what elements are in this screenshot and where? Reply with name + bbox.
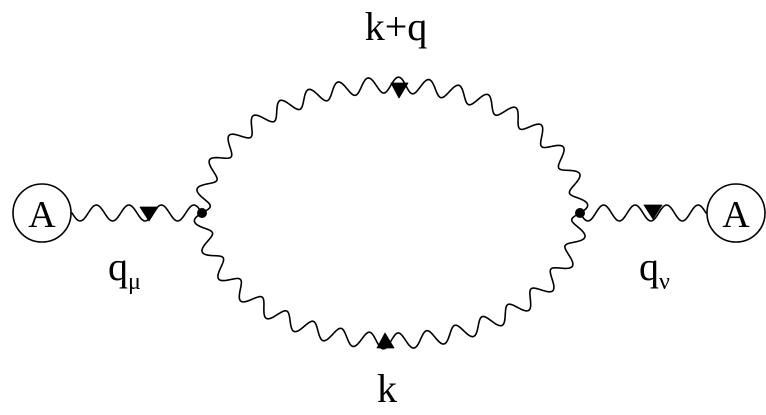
right-source-label: A (722, 194, 750, 236)
left-source-label: A (28, 194, 56, 236)
top-momentum-label: k+q (365, 4, 428, 49)
lower-loop-propagator (193, 212, 586, 350)
left-source-circle (12, 183, 72, 243)
right-momentum-subscript: ν (659, 269, 670, 295)
bottom-momentum-label: k (377, 366, 397, 411)
left-momentum-subscript: μ (128, 269, 141, 295)
right-source-circle (706, 183, 766, 243)
left-momentum-label: qμ (108, 244, 141, 295)
right-external-propagator (579, 204, 707, 222)
left-vertex-dot (197, 208, 207, 218)
left-momentum-base: q (108, 244, 128, 289)
right-momentum-base: q (639, 244, 659, 289)
left-source-node: A (12, 183, 72, 243)
right-momentum-label: qν (639, 244, 670, 295)
left-external-propagator (71, 204, 203, 222)
right-source-node: A (706, 183, 766, 243)
right-momentum-arrow-icon (643, 204, 663, 220)
upper-momentum-arrow-icon (390, 82, 409, 99)
left-momentum-arrow-icon (139, 206, 159, 222)
lower-momentum-arrow-icon (376, 332, 395, 349)
upper-loop-propagator (196, 76, 589, 214)
right-vertex-dot (575, 208, 585, 218)
